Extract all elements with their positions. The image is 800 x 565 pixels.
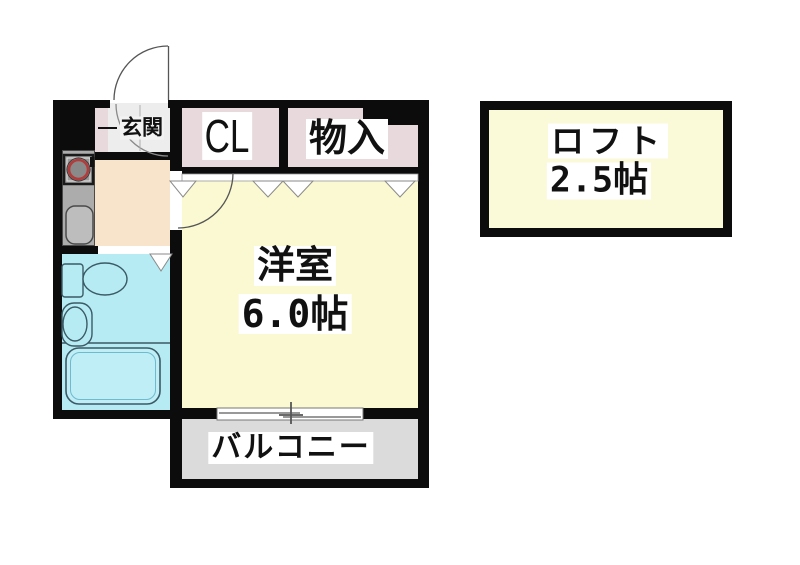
sliding-window-icon [216, 402, 364, 424]
wall-balcony-left [170, 410, 182, 488]
stove-burner-icon [62, 153, 95, 186]
folding-door-icon [168, 173, 419, 198]
loft-label: ロフト [548, 123, 668, 159]
closet-cl-label: CL [202, 112, 252, 160]
wall-balcony-bottom [170, 479, 429, 488]
bathroom-door-icon [98, 246, 173, 272]
wall-right [418, 100, 429, 488]
wall-top-mid [168, 100, 363, 108]
wash-basin-icon [61, 302, 93, 347]
wall-window-side-left [182, 408, 217, 419]
wall-closet-divider [279, 108, 288, 167]
wall-left [53, 100, 62, 419]
balcony-label: バルコニー [208, 432, 374, 464]
wall-vertical-lower [170, 230, 182, 419]
room-door-swing-icon [177, 172, 234, 229]
wall-bath-top [62, 246, 98, 254]
entrance-side-strip [95, 108, 108, 152]
entrance-label: 玄関 [120, 116, 164, 140]
wall-vertical-upper [170, 100, 182, 171]
entry-door-swing-icon [113, 45, 170, 157]
bathtub-icon [65, 347, 161, 405]
loft-size: 2.5帖 [546, 162, 652, 200]
wall-entrance-bottom [95, 152, 182, 160]
western-room-label: 洋室 [253, 246, 337, 286]
western-room-size: 6.0帖 [238, 294, 352, 334]
wall-entrance-corner-block [53, 100, 95, 150]
kitchen-floor [95, 160, 170, 246]
wall-bottom-left-section [53, 410, 182, 419]
wall-window-side-right [363, 408, 418, 419]
toilet-icon [61, 262, 128, 298]
storage-label: 物入 [305, 119, 389, 159]
wall-closet-bottom [182, 167, 418, 174]
kitchen-sink-icon [65, 205, 94, 245]
